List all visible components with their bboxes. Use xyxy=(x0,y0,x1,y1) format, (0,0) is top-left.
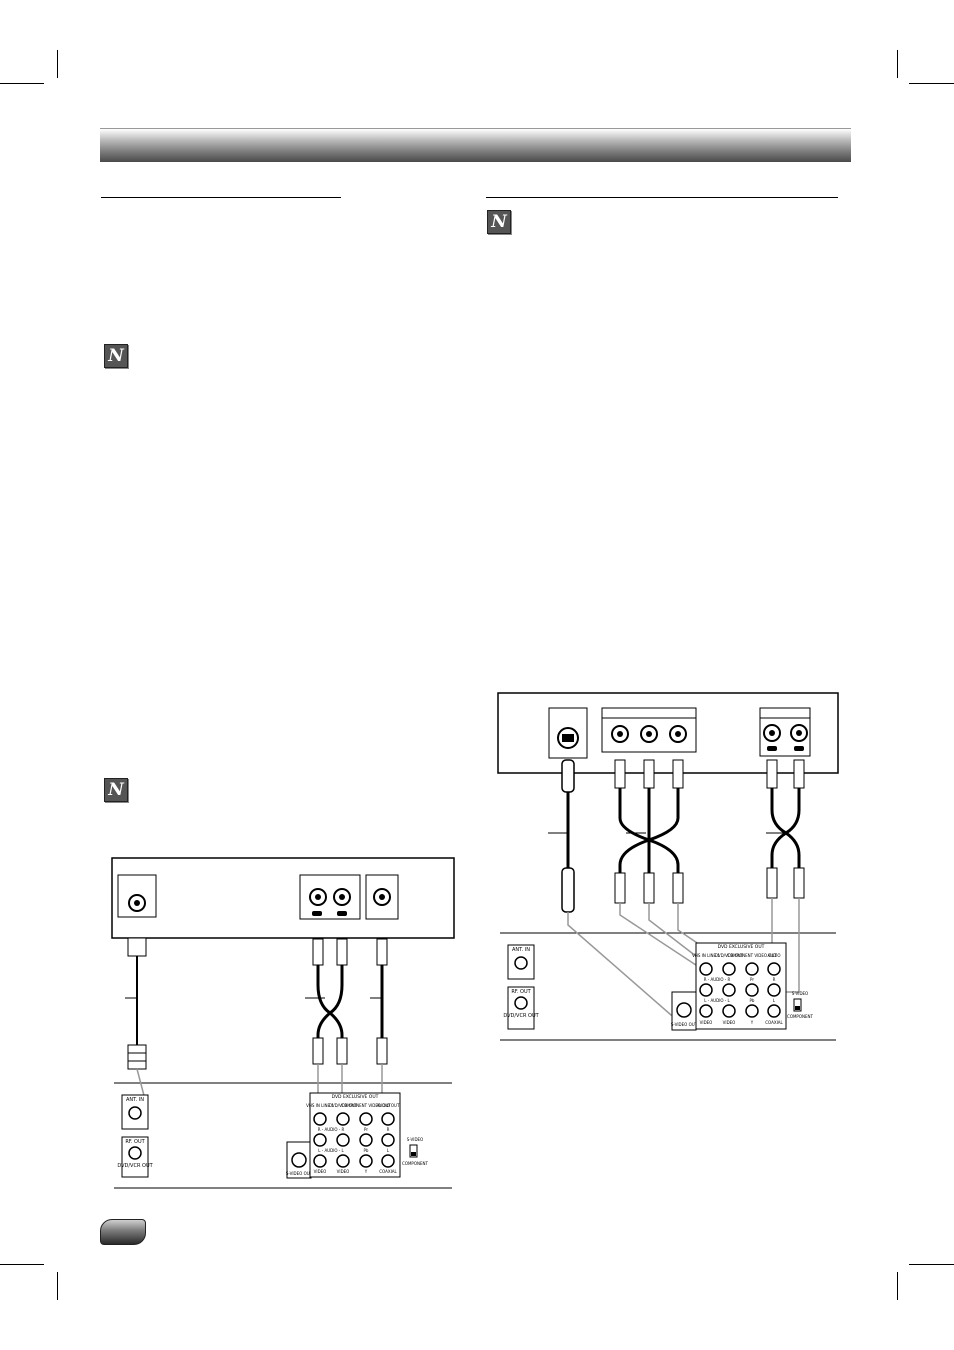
jack-label: R - AUDIO - R xyxy=(318,1127,345,1132)
jack-label: VIDEO xyxy=(337,1169,350,1174)
jack-label: Pb xyxy=(364,1148,369,1153)
jack-label: S-VIDEO OUT xyxy=(286,1171,313,1176)
section-rule-right xyxy=(486,197,838,198)
note-icon-glyph: N xyxy=(108,780,124,800)
jack-label: Pr xyxy=(364,1127,368,1132)
jack-label: L - AUDIO - L xyxy=(318,1148,344,1153)
crop-mark xyxy=(0,1264,44,1265)
section-header-bar xyxy=(100,128,851,162)
switch-label: S-VIDEO xyxy=(792,991,808,996)
crop-mark xyxy=(909,1264,954,1265)
jack-label: RF. OUT xyxy=(511,989,531,995)
jack-label: COMPONENT VIDEO OUT xyxy=(341,1103,391,1108)
connection-diagram-left: ANT. IN RF. OUT DVD/VCR OUT S-VIDEO OUT … xyxy=(111,857,455,1189)
jack-label: Pr xyxy=(750,977,754,982)
jack-label: VIDEO xyxy=(700,1020,713,1025)
jack-label: R xyxy=(387,1127,390,1132)
switch-label: COMPONENT xyxy=(787,1014,813,1019)
jack-label: DVD/VCR OUT xyxy=(117,1163,153,1169)
connection-diagram-right: ANT. IN RF. OUT DVD/VCR OUT S-VIDEO OUT … xyxy=(497,692,839,1041)
jack-label: Y xyxy=(364,1169,368,1174)
section-rule-left xyxy=(101,197,341,198)
jack-label: ANT. IN xyxy=(126,1097,144,1103)
jack-label: VHS IN LINE 1 xyxy=(306,1103,334,1108)
jack-label: L xyxy=(773,998,776,1003)
jack-label: COAXIAL xyxy=(765,1020,783,1025)
crop-mark xyxy=(909,83,954,84)
jack-label: DVD EXCLUSIVE OUT xyxy=(718,944,765,950)
jack-label: S-VIDEO OUT xyxy=(671,1022,698,1027)
jack-label: DVD EXCLUSIVE OUT xyxy=(332,1094,379,1100)
crop-mark xyxy=(0,83,44,84)
jack-label: DVD/VCR OUT xyxy=(329,1103,358,1108)
jack-label: VIDEO xyxy=(314,1169,327,1174)
crop-mark xyxy=(897,1272,898,1300)
note-icon: N xyxy=(104,344,128,368)
crop-mark xyxy=(57,1272,58,1300)
jack-label: VIDEO xyxy=(723,1020,736,1025)
jack-label: R xyxy=(773,977,776,982)
switch-label: S-VIDEO xyxy=(407,1137,423,1142)
jack-label: L - AUDIO - L xyxy=(704,998,730,1003)
jack-label: DVD/VCR OUT xyxy=(715,953,744,958)
note-icon: N xyxy=(487,210,511,234)
crop-mark xyxy=(897,50,898,78)
jack-label: RF. OUT xyxy=(125,1139,145,1145)
tv-video-jack-box xyxy=(365,874,399,920)
jack-label: Pb xyxy=(750,998,755,1003)
jack-label: R - AUDIO - R xyxy=(704,977,731,982)
jack-label: COAXIAL xyxy=(379,1169,397,1174)
tv-panel xyxy=(111,857,455,939)
switch-label: COMPONENT xyxy=(402,1161,428,1166)
jack-label: ANT. IN xyxy=(512,947,530,953)
jack-label: COMPONENT VIDEO OUT xyxy=(727,953,777,958)
crop-mark xyxy=(57,50,58,78)
jack-label: AUDIO xyxy=(767,953,780,958)
page-number-tab xyxy=(100,1219,146,1245)
jack-label: AUDIO OUT xyxy=(377,1103,400,1108)
note-icon-glyph: N xyxy=(491,212,507,232)
jack-label: Y xyxy=(750,1020,754,1025)
jack-label: L xyxy=(387,1148,390,1153)
jack-label: DVD/VCR OUT xyxy=(503,1013,539,1019)
note-icon: N xyxy=(104,778,128,802)
jack-label: VHS IN LINE 1 xyxy=(692,953,720,958)
note-icon-glyph: N xyxy=(108,346,124,366)
